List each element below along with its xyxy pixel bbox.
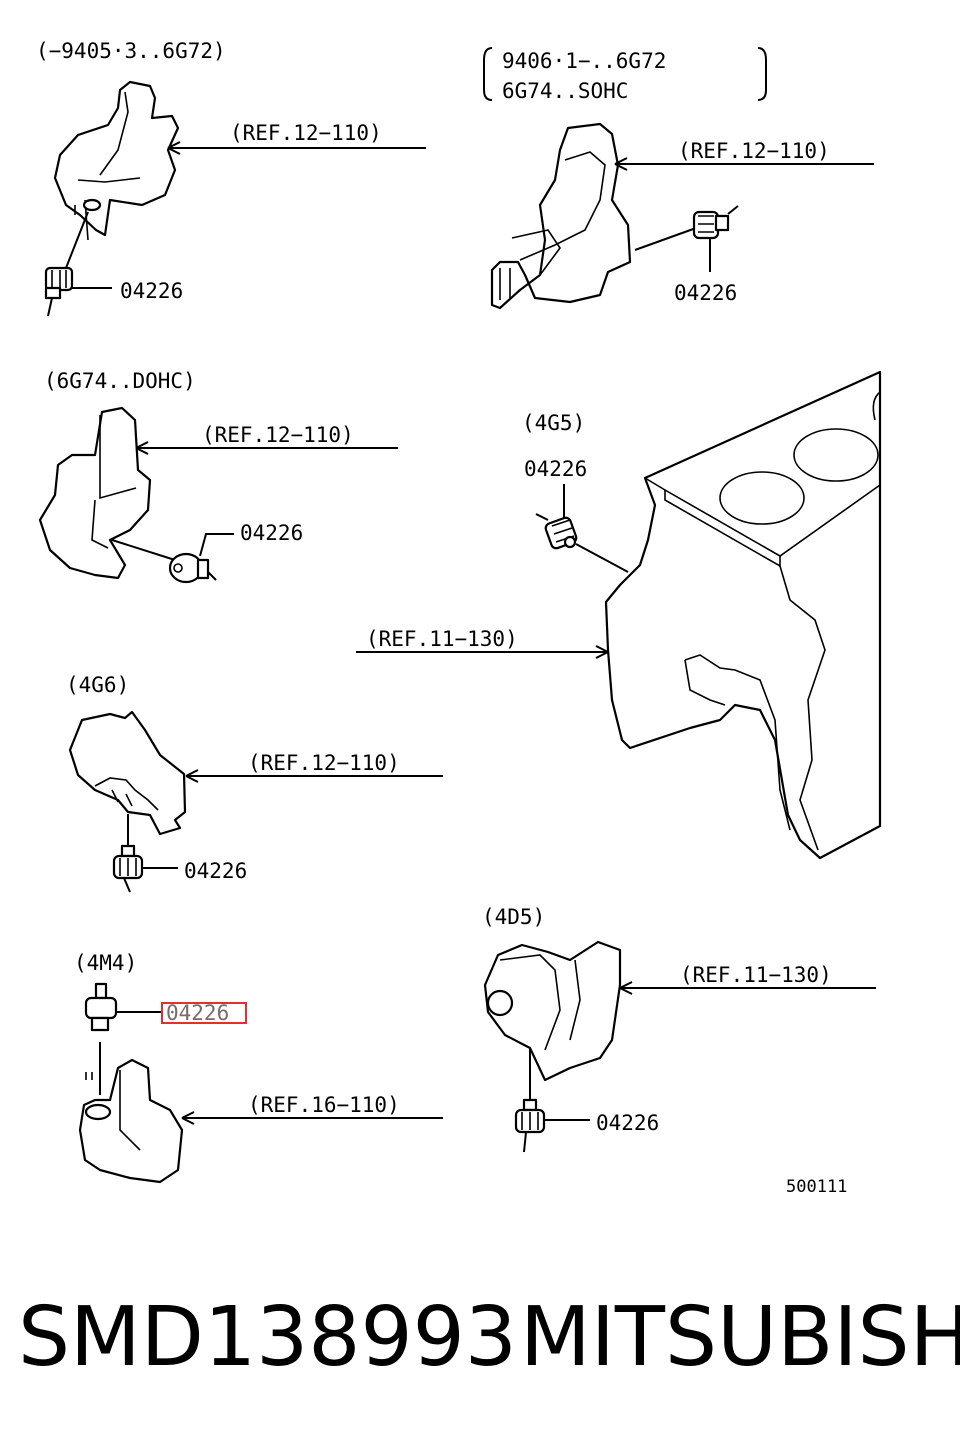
oil-pressure-switch-icon — [535, 513, 578, 550]
part-number-label: 04226 — [524, 457, 587, 481]
reference-label: (REF.12−110) — [202, 423, 354, 447]
oil-pressure-switch-icon — [112, 844, 144, 893]
reference-label: (REF.11−130) — [680, 963, 832, 987]
section-note: (4D5) — [482, 905, 545, 929]
section-note: (4G6) — [66, 673, 129, 697]
reference-label: (REF.12−110) — [230, 121, 382, 145]
reference-label: (REF.11−130) — [366, 627, 518, 651]
section-note: (4G5) — [522, 411, 585, 435]
oil-pressure-switch-icon — [84, 982, 118, 1032]
section-4m4: (4M4) 04226 (REF.16−110) — [74, 951, 443, 1184]
highlighted-part-number[interactable]: 04226 — [166, 1001, 229, 1025]
highlight-box — [161, 1002, 247, 1024]
part-number-label: 04226 — [120, 279, 183, 303]
section-note-line2: 6G74..SOHC — [502, 79, 628, 103]
section-4g5: (4G5) 04226 (REF.11−130) — [356, 370, 882, 860]
section-note: (−9405·3..6G72) — [36, 39, 226, 63]
section-note: (6G74..DOHC) — [44, 369, 196, 393]
engine-block-outline — [604, 370, 882, 860]
oil-pressure-switch-icon — [44, 266, 74, 317]
engine-housing-outline — [68, 710, 187, 836]
section-6g72-early: (−9405·3..6G72) (REF.12−110) 04226 — [36, 39, 426, 317]
brand-caption: MITSUBISHI — [520, 1290, 960, 1385]
section-note-line1: 9406·1−..6G72 — [502, 49, 666, 73]
section-note: (4M4) — [74, 951, 137, 975]
part-number-label: 04226 — [596, 1111, 659, 1135]
engine-housing-outline — [38, 406, 152, 580]
part-number-label: 04226 — [240, 521, 303, 545]
part-number-label: 04226 — [674, 281, 737, 305]
engine-housing-outline — [78, 1058, 184, 1184]
reference-label: (REF.12−110) — [248, 751, 400, 775]
engine-housing-outline — [490, 122, 632, 310]
section-6g72-6g74-sohc: 9406·1−..6G72 6G74..SOHC (REF.12−110) 04… — [483, 47, 874, 310]
section-4d5: (4D5) (REF.11−130) 04226 — [482, 905, 876, 1153]
section-6g74-dohc: (6G74..DOHC) (REF.12−110) 04226 — [38, 369, 398, 584]
reference-label: (REF.16−110) — [248, 1093, 400, 1117]
section-4g6: (4G6) (REF.12−110) 04226 — [66, 673, 443, 893]
part-number-label: 04226 — [184, 859, 247, 883]
reference-label: (REF.12−110) — [678, 139, 830, 163]
drawing-number: 500111 — [786, 1177, 847, 1197]
part-number-caption: SMD138993 — [18, 1290, 517, 1385]
oil-pressure-switch-icon — [692, 205, 739, 240]
footer-caption: SMD138993 MITSUBISHI — [18, 1290, 960, 1390]
engine-housing-outline — [53, 80, 180, 237]
oil-pressure-switch-icon — [168, 552, 217, 584]
oil-pressure-switch-icon — [514, 1098, 546, 1153]
engine-housing-outline — [483, 940, 622, 1082]
